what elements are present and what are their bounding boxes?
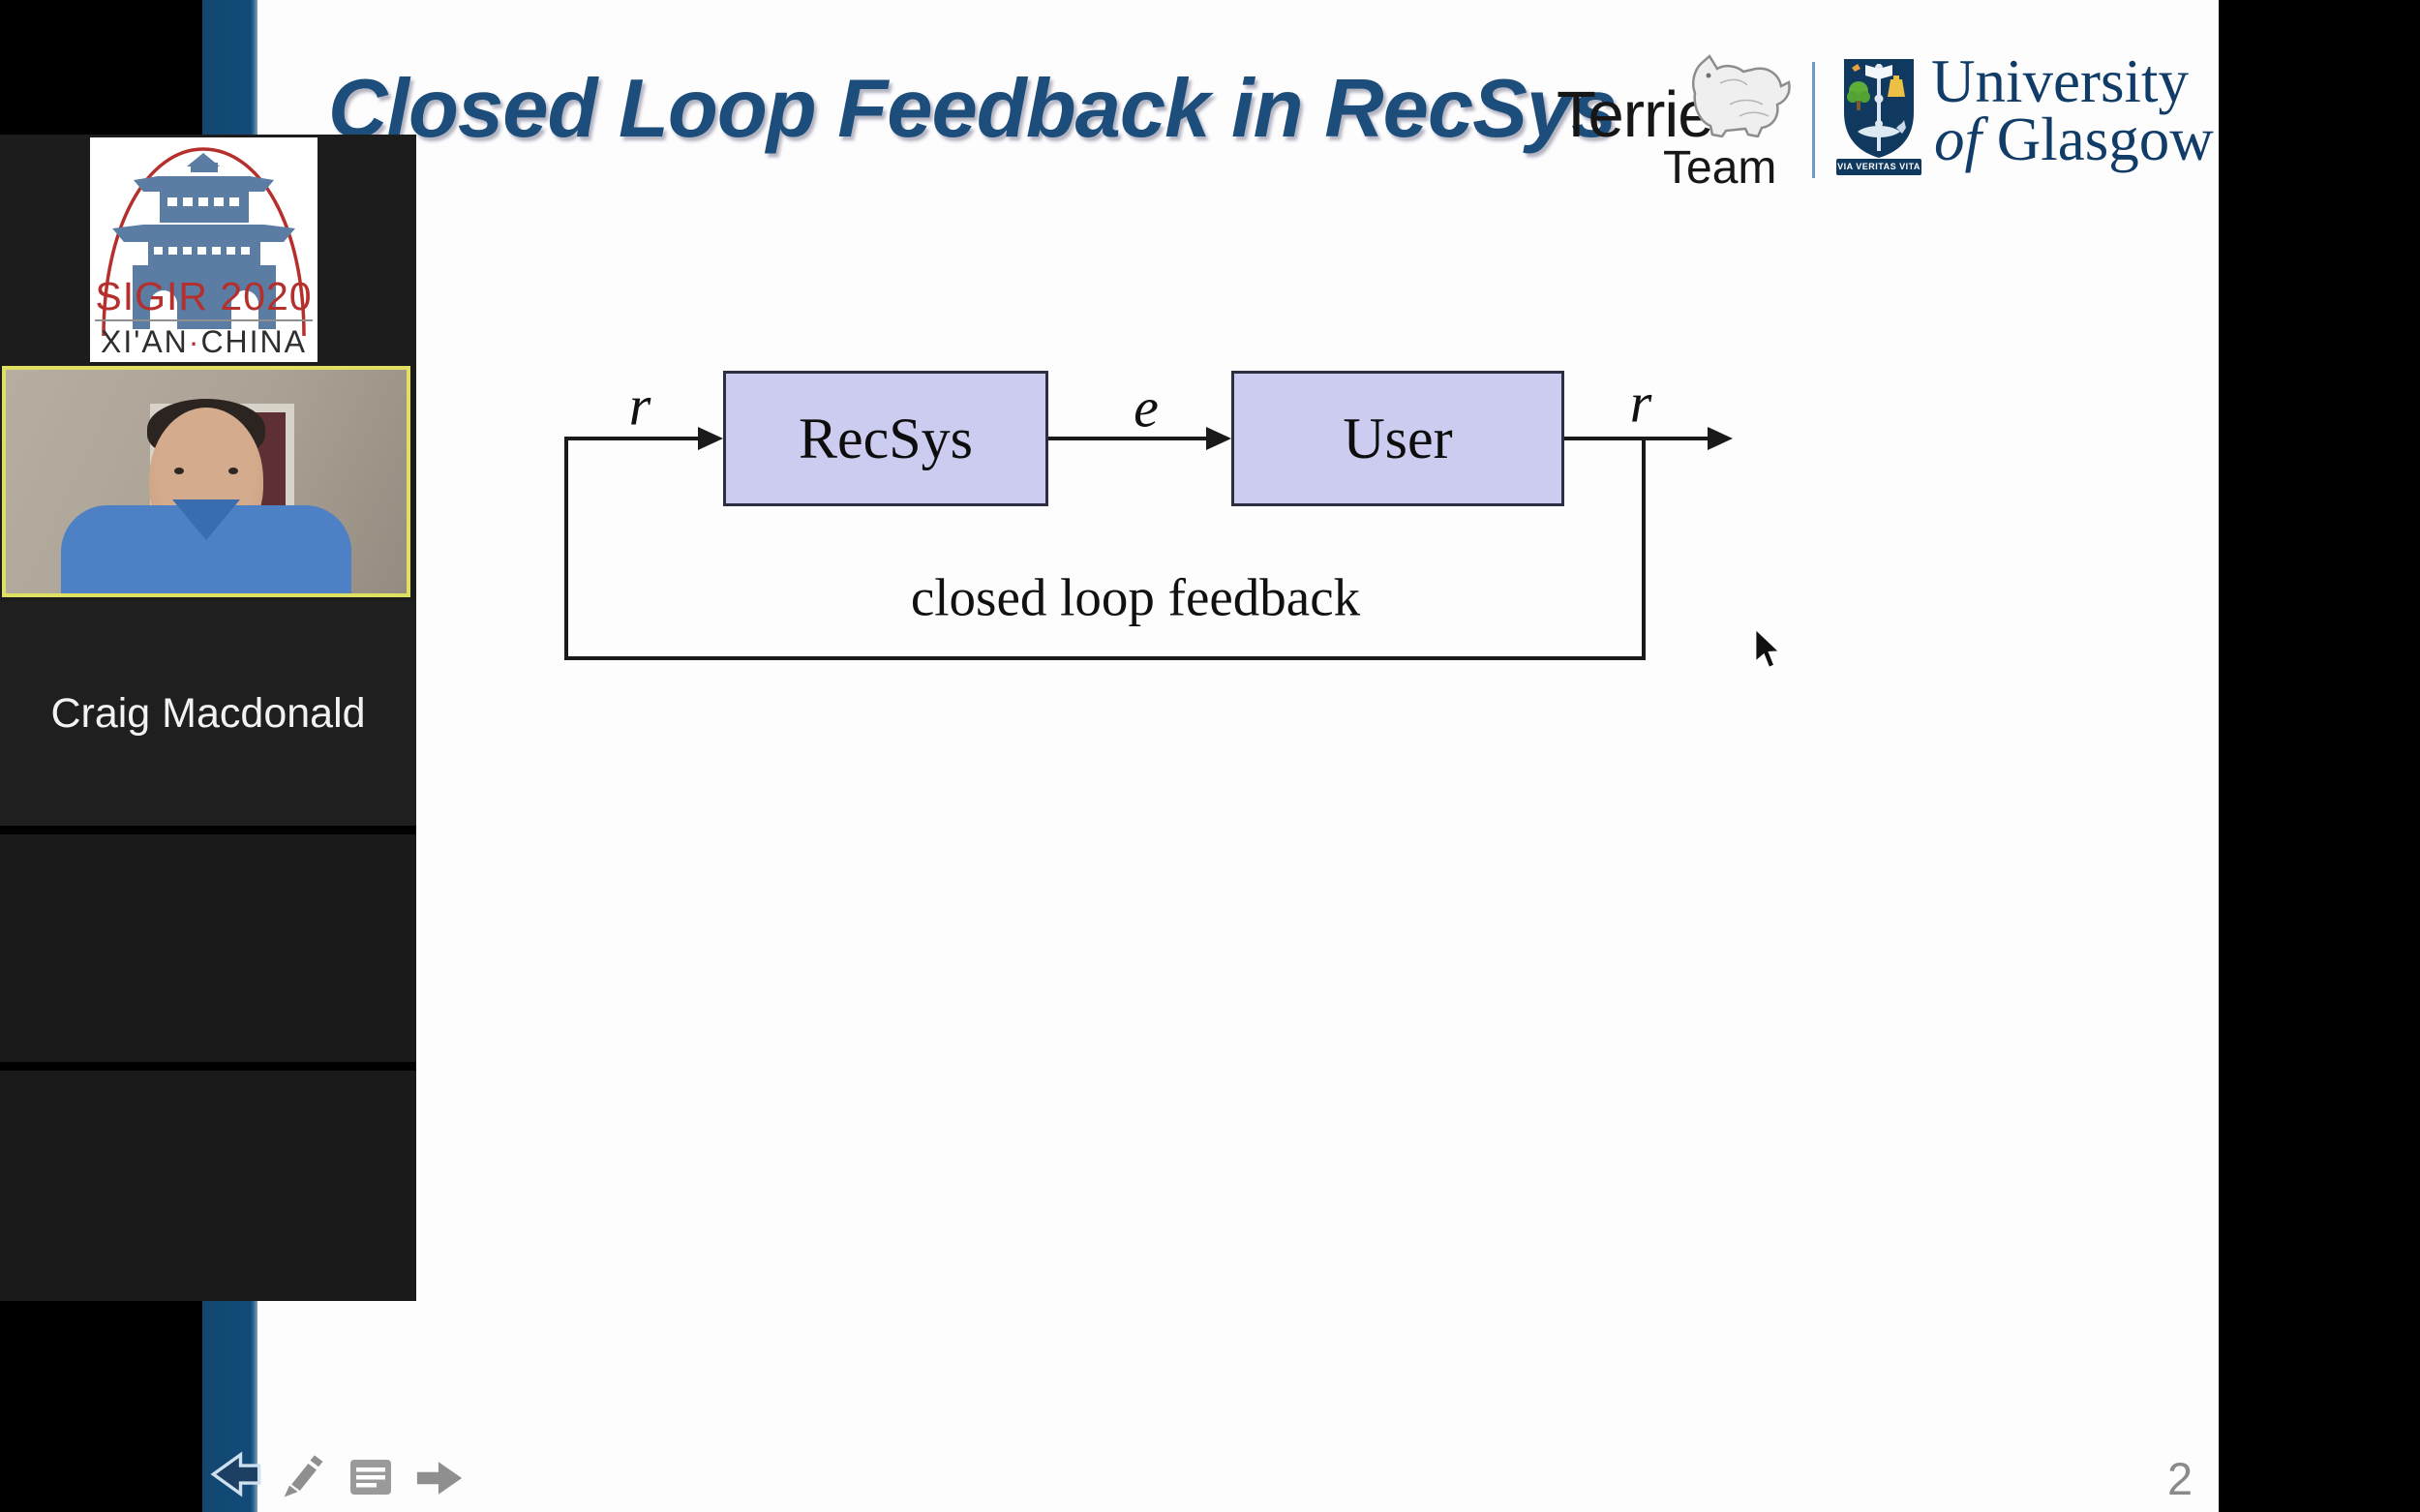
back-arrow-icon[interactable]: [210, 1448, 262, 1500]
glasgow-logo-text: University: [1931, 47, 2189, 115]
tile-separator: [0, 1062, 416, 1071]
diagram-output-label: r: [1629, 371, 1652, 435]
shared-slide: Closed Loop Feedback in RecSys Terrier T…: [202, 0, 2219, 1512]
diagram-recsys-box: RecSys: [723, 371, 1048, 506]
diagram-output-arrowhead: [1708, 427, 1733, 450]
glasgow-of: of: [1934, 106, 1982, 173]
sigir-city-left: XI'AN: [100, 324, 189, 359]
diagram-input-label: r: [628, 374, 651, 438]
glasgow-name: Glasgow: [1996, 106, 2214, 173]
pencil-icon[interactable]: [276, 1450, 330, 1504]
diagram-signal-label: e: [1134, 376, 1159, 439]
forward-arrow-icon[interactable]: [413, 1458, 466, 1498]
diagram-output-line: [1564, 437, 1709, 440]
diagram-signal-line: [1048, 437, 1208, 440]
participant-tile-photo[interactable]: [0, 1071, 416, 1301]
glasgow-crest-icon: [1844, 59, 1914, 158]
sigir-city: XI'AN·CHINA: [90, 324, 318, 360]
mouse-cursor: [1754, 627, 1783, 670]
diagram-feedback-bottom-line: [564, 656, 1646, 660]
sigir-arch-pagoda-icon: [102, 147, 306, 337]
glasgow-logo-text2: of Glasgow: [1934, 105, 2214, 175]
diagram-loop-label: closed loop feedback: [910, 567, 1361, 627]
participant-name-label: Craig Macdonald: [50, 689, 366, 737]
sigir-title: SIGIR 2020: [95, 274, 313, 318]
tile-separator: [0, 826, 416, 834]
terrier-dog-icon: [1692, 54, 1791, 137]
logo-divider: [1812, 62, 1815, 178]
sigir-city-dot: ·: [188, 324, 201, 359]
sigir-divider: [95, 319, 313, 321]
slide-page-number: 2: [2167, 1453, 2193, 1504]
glasgow-motto: VIA VERITAS VITA: [1836, 159, 1921, 175]
slide-title: Closed Loop Feedback in RecSys: [328, 63, 1617, 155]
sigir-logo-card: SIGIR 2020 XI'AN·CHINA: [90, 137, 318, 362]
diagram-user-box: User: [1231, 371, 1564, 506]
participant-tile-photo[interactable]: [0, 834, 416, 1062]
diagram-input-line: [564, 437, 700, 440]
diagram-input-arrowhead: [698, 427, 723, 450]
diagram-feedback-left-line: [564, 438, 568, 660]
diagram-signal-arrowhead: [1206, 427, 1231, 450]
active-speaker-video-tile[interactable]: [2, 366, 410, 597]
participants-panel: SIGIR 2020 XI'AN·CHINA Craig Macdonald: [0, 135, 416, 1301]
sigir-city-right: CHINA: [200, 324, 307, 359]
comment-icon[interactable]: [348, 1456, 394, 1498]
terrier-logo-text2: Team: [1663, 142, 1777, 194]
participant-tile-camera-off[interactable]: Craig Macdonald: [0, 601, 416, 826]
diagram-feedback-right-line: [1642, 438, 1646, 659]
